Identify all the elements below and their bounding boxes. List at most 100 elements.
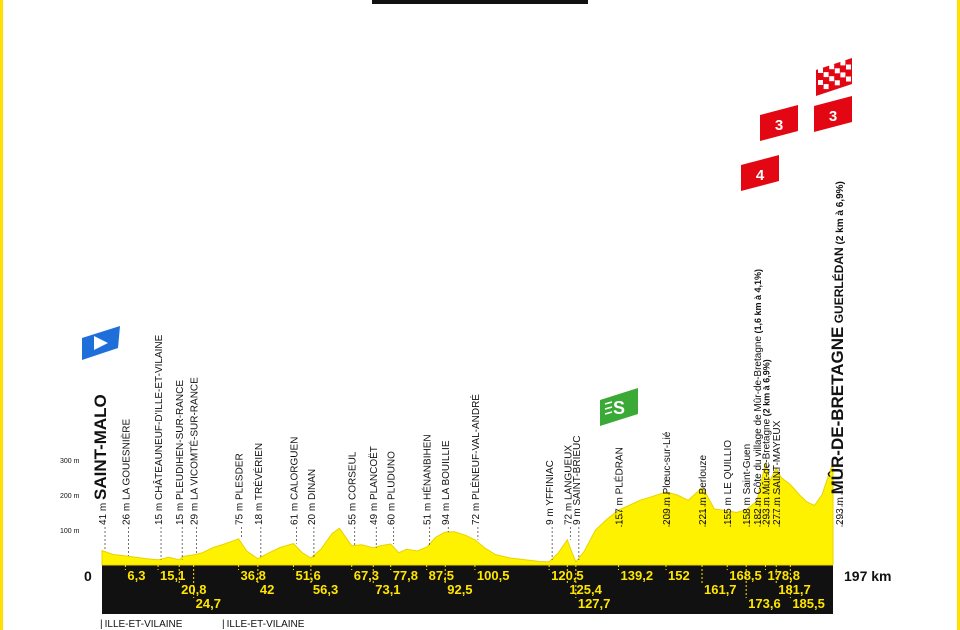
finish-flag-check	[829, 76, 835, 82]
finish-flag-check	[818, 68, 823, 73]
waypoint-altitude: 60 m	[387, 500, 398, 525]
waypoint-altitude: 157 m	[615, 494, 626, 525]
waypoint-name: PLESDER	[235, 453, 246, 500]
climb-category-label: 3	[775, 117, 783, 134]
waypoint-label: 94 m LA BOUILLIE	[441, 440, 452, 525]
department-label-2: ILLE-ET-VILAINE	[222, 619, 305, 630]
waypoint-label-group: 61 m CALORGUEN	[289, 437, 300, 525]
finish-flag-check	[818, 80, 823, 85]
finish-flag-check	[840, 72, 846, 78]
waypoint-name: SAINT-BRIEUC	[572, 436, 583, 506]
waypoint-altitude: 9 m	[572, 506, 583, 525]
waypoint-label-group: 75 m PLESDER	[235, 453, 246, 525]
km-marker-label: 92,5	[447, 582, 472, 597]
sprint-badge-icon	[600, 388, 638, 426]
waypoint-label-group: 51 m HÉNANBIHEN	[421, 434, 434, 525]
waypoint-label-group: 72 m LANGUEUX	[563, 445, 574, 525]
right-frame-border	[957, 0, 960, 630]
km-marker-label: 185,5	[792, 596, 825, 611]
waypoint-label: 51 m HÉNANBIHEN	[421, 434, 434, 525]
waypoint-label-group: 15 m CHÂTEAUNEUF-D'ILLE-ET-VILAINE	[152, 334, 165, 525]
start-arrow-icon	[94, 336, 108, 350]
km-marker-label: 15,1	[160, 568, 185, 583]
waypoint-altitude: 221 m	[698, 494, 709, 525]
km-marker-label: 120,5	[551, 568, 584, 583]
waypoint-name: PLÉNEUF-VAL-ANDRÉ	[469, 394, 482, 500]
finish-flag-check	[834, 80, 840, 86]
waypoint-label-group: 49 m PLANCOËT	[368, 446, 380, 525]
waypoint-altitude: 182 m	[753, 494, 764, 525]
waypoint-label-group: 60 m PLUDUNO	[387, 451, 398, 525]
climb-category-badge	[741, 155, 779, 191]
waypoint-altitude: 158 m	[742, 494, 753, 525]
waypoint-label-group: 209 m Plœuc-sur-Lié	[662, 431, 673, 525]
waypoint-label: 9 m SAINT-BRIEUC	[572, 436, 583, 525]
waypoint-altitude: 155 m	[723, 494, 734, 525]
waypoint-label-group: 157 m PLÉDRAN	[613, 447, 626, 525]
waypoint-altitude: 72 m	[563, 500, 574, 525]
waypoint-label-group: 9 m SAINT-BRIEUC	[572, 436, 583, 525]
waypoint-label: 20 m DINAN	[307, 469, 318, 525]
waypoint-name: PLUDUNO	[387, 451, 398, 500]
waypoint-name: CHÂTEAUNEUF-D'ILLE-ET-VILAINE	[152, 334, 165, 500]
waypoint-label: 155 m LE QUILLIO	[723, 440, 734, 525]
waypoint-label: 158 m Saint-Guen	[742, 444, 753, 525]
waypoint-label-group: 72 m PLÉNEUF-VAL-ANDRÉ	[469, 394, 482, 525]
km-marker-label: 152	[668, 568, 690, 583]
waypoint-altitude: 293 m	[835, 494, 846, 525]
waypoint-name: TRÉVÉRIEN	[252, 443, 265, 500]
finish-flag-check	[840, 60, 846, 66]
waypoint-name: SAINT-MALO	[91, 394, 110, 500]
waypoint-altitude: 94 m	[441, 500, 452, 525]
waypoint-label: 9 m YFFINIAC	[545, 460, 556, 525]
waypoint-name: LA BOUILLIE	[441, 440, 452, 500]
km-marker-label: 127,7	[578, 596, 611, 611]
waypoint-altitude: 55 m	[348, 500, 359, 525]
waypoint-altitude: 41 m	[98, 500, 109, 525]
waypoint-label: 72 m LANGUEUX	[563, 445, 574, 525]
km-marker-label: 67,3	[354, 568, 379, 583]
finish-flag-check	[823, 72, 829, 78]
km-marker-label: 125,4	[569, 582, 602, 597]
waypoint-label: 49 m PLANCOËT	[368, 446, 380, 525]
waypoint-label-group: 26 m LA GOUESNIÈRE	[119, 419, 132, 525]
waypoint-name: PLEUDIHEN-SUR-RANCE	[175, 380, 186, 500]
finish-flag-icon	[816, 58, 852, 96]
finish-flag-check	[823, 84, 829, 90]
waypoint-label: 55 m CORSEUL	[348, 451, 359, 525]
waypoint-label-group: 15 m PLEUDIHEN-SUR-RANCE	[175, 380, 186, 525]
waypoint-label: 293 m Mûr-de-Bretagne (2 km à 6,9%)	[761, 359, 772, 525]
waypoint-name: Saint-Guen	[742, 444, 753, 495]
waypoint-name: LANGUEUX	[563, 445, 574, 500]
waypoint-name: DINAN	[307, 469, 318, 500]
sprint-badge-label: S	[613, 398, 625, 418]
km-marker-label: 77,8	[393, 568, 418, 583]
km-marker-label: 100,5	[477, 568, 510, 583]
waypoint-name: PLANCOËT	[368, 446, 380, 500]
km-marker-label: 168,5	[729, 568, 762, 583]
y-tick-label: 100 m	[60, 528, 80, 535]
climb-category-label: 4	[756, 167, 765, 184]
waypoint-label: 221 m Berlouze	[698, 455, 709, 525]
waypoint-label: 182 m Côte du village de Mûr-de-Bretagne…	[753, 269, 764, 525]
y-tick-label: 200 m	[60, 493, 80, 500]
waypoint-label: 293 m MÛR-DE-BRETAGNE GUERLÉDAN (2 km à …	[828, 181, 847, 525]
waypoint-label: 18 m TRÉVÉRIEN	[252, 443, 265, 525]
waypoint-altitude: 20 m	[307, 500, 318, 525]
waypoint-climb-detail: (1,6 km à 4,1%)	[753, 269, 763, 336]
km-marker-label: 42	[260, 582, 274, 597]
sprint-speed-lines	[604, 401, 613, 405]
waypoint-name: CORSEUL	[348, 451, 359, 500]
waypoint-label: 277 m SAINT-MAYEUX	[772, 420, 783, 525]
km-marker-label: 56,3	[313, 582, 338, 597]
waypoint-altitude: 18 m	[254, 500, 265, 525]
x-start-label: 0	[84, 568, 92, 584]
waypoint-name-secondary: GUERLÉDAN	[831, 247, 846, 326]
km-marker-label: 36,8	[241, 568, 266, 583]
waypoint-label-group: 158 m Saint-Guen	[742, 444, 753, 525]
waypoint-altitude: 9 m	[545, 506, 556, 525]
waypoint-label: 157 m PLÉDRAN	[613, 447, 626, 525]
waypoint-climb-detail: (2 km à 6,9%)	[835, 181, 846, 247]
waypoint-label: 75 m PLESDER	[235, 453, 246, 525]
